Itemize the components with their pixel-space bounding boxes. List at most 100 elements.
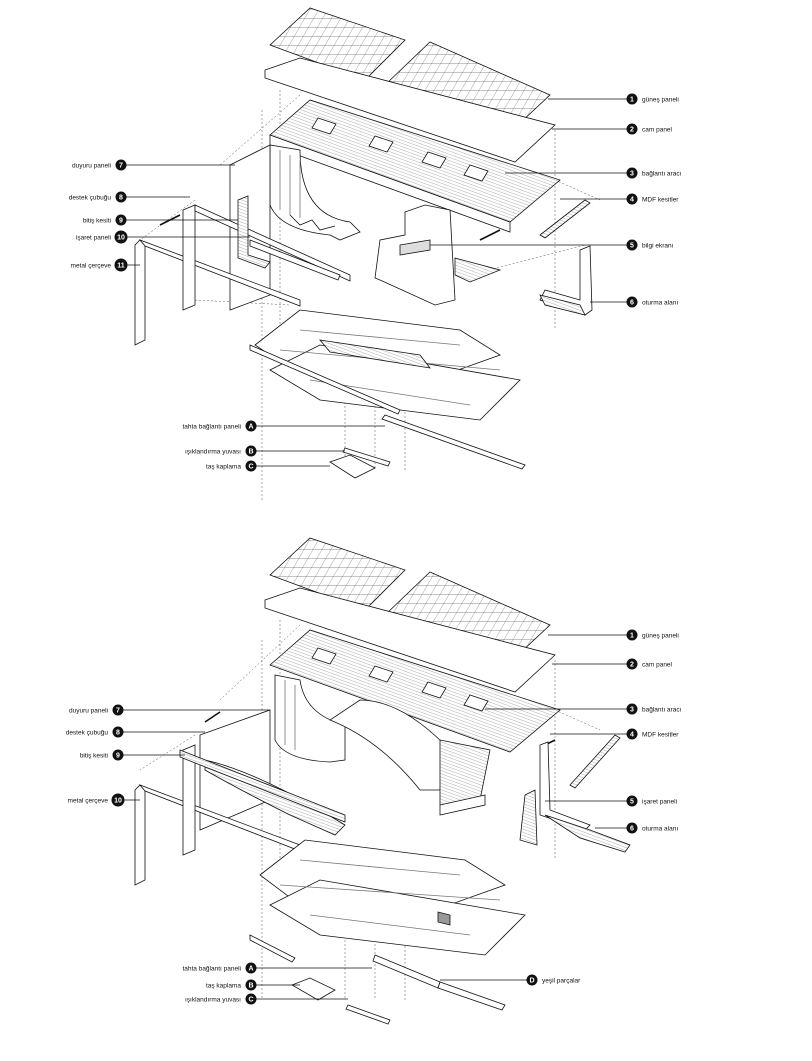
callout-badge-circle <box>626 795 638 807</box>
callout-label: işaret paneli <box>76 234 111 241</box>
callout-5: 5 işaret paneli <box>545 795 677 807</box>
callout-badge-text: 3 <box>630 707 634 714</box>
callout-badge-text: A <box>248 966 253 973</box>
right-seat-parts <box>539 199 593 316</box>
callout-badge-circle <box>115 191 127 203</box>
callout-badge-text: C <box>248 997 253 1004</box>
callout-badge-circle <box>245 460 257 472</box>
callout-badge-circle <box>112 749 124 761</box>
callout-badge-text: D <box>529 978 534 985</box>
callout-label: ışıklandırma yuvası <box>185 448 241 455</box>
right-seat-parts-bottom <box>519 734 631 853</box>
callout-badge-circle <box>626 93 638 105</box>
callout-label: cam panel <box>642 661 673 668</box>
callout-badge-circle <box>245 979 257 991</box>
floor-layers-part-bottom <box>249 839 526 1025</box>
callout-badge-text: 1 <box>630 633 634 640</box>
callout-2: 2 cam panel <box>552 123 673 135</box>
callout-badge-text: 11 <box>117 263 125 270</box>
callout-label: güneş paneli <box>642 96 679 103</box>
top-exploded-drawing <box>134 7 601 500</box>
callout-label: oturma alanı <box>642 825 678 832</box>
callout-badge-text: 9 <box>119 218 123 225</box>
callout-badge-circle <box>626 296 638 308</box>
callout-badge-text: 7 <box>119 163 123 170</box>
callout-label: bağlantı aracı <box>642 706 682 713</box>
bottom-exploded-drawing <box>134 537 631 1025</box>
callout-label: MDF kesitler <box>642 196 679 203</box>
callout-label: taş kaplama <box>206 463 241 470</box>
callout-badge-text: 2 <box>630 662 634 669</box>
callout-badge-text: 3 <box>630 171 634 178</box>
callout-badge-text: 2 <box>630 127 634 134</box>
callout-badge-text: 5 <box>630 799 634 806</box>
callout-label: cam panel <box>642 126 673 133</box>
callout-label: oturma alanı <box>642 299 678 306</box>
mdf-roof-part <box>269 99 561 233</box>
callout-badge-circle <box>626 629 638 641</box>
callout-11: 11 metal çerçeve <box>71 258 140 272</box>
callout-badge-circle <box>626 167 638 179</box>
callout-label: destek çubuğu <box>69 194 112 201</box>
callout-4: 4 MDF kesitler <box>550 728 679 740</box>
callout-label: destek çubuğu <box>66 729 109 736</box>
callout-label: duyuru paneli <box>72 162 111 169</box>
kiosk-body-part <box>229 144 502 311</box>
left-frame-parts <box>134 195 501 346</box>
callout-badge-circle <box>626 728 638 740</box>
callout-7: 7 duyuru paneli <box>72 159 235 171</box>
callout-badge-circle <box>526 974 538 986</box>
callout-badge-text: 10 <box>114 798 122 805</box>
callout-badge-text: C <box>248 464 253 471</box>
callout-badge-circle <box>626 658 638 670</box>
callout-badge-circle <box>112 704 124 716</box>
callout-label: MDF kesitler <box>642 731 679 738</box>
callout-label: ışıklandırma yuvası <box>185 996 241 1003</box>
callout-badge-text: 4 <box>630 197 634 204</box>
callout-badge-circle <box>626 123 638 135</box>
callout-badge-text: B <box>248 983 253 990</box>
callout-badge-circle <box>626 703 638 715</box>
callout-3: 3 bağlantı aracı <box>485 703 682 715</box>
left-frame-parts-bottom <box>134 711 556 886</box>
callout-badge-text: 6 <box>630 300 634 307</box>
callout-badge-circle <box>245 993 257 1005</box>
callouts-bottom: 1 güneş paneli 2 cam panel 3 bağlantı aracı 4 M… <box>66 629 682 1005</box>
callout-badge-text: 8 <box>116 730 120 737</box>
callout-label: bitiş kesiti <box>83 217 111 224</box>
callout-label: güneş paneli <box>642 632 679 639</box>
callout-label: metal çerçeve <box>71 262 112 269</box>
callout-10: 10 metal çerçeve <box>68 793 140 807</box>
callout-badge-text: 9 <box>116 753 120 760</box>
callout-badge-circle <box>115 214 127 226</box>
callout-badge-circle <box>112 726 124 738</box>
callout-badge-text: 4 <box>630 732 634 739</box>
callout-6: 6 oturma alanı <box>590 296 678 308</box>
callout-badge-text: 6 <box>630 826 634 833</box>
callout-badge-text: B <box>248 449 253 456</box>
callout-1: 1 güneş paneli <box>548 629 679 641</box>
callout-8: 8 destek çubuğu <box>66 726 205 738</box>
callout-label: metal çerçeve <box>68 797 109 804</box>
callout-6: 6 oturma alanı <box>595 822 678 834</box>
callout-label: duyuru paneli <box>69 707 108 714</box>
callout-label: işaret paneli <box>642 798 677 805</box>
callout-badge-circle <box>626 822 638 834</box>
callout-badge-circle <box>114 230 128 244</box>
mdf-roof-part-bottom <box>269 629 561 753</box>
callout-badge-circle <box>245 420 257 432</box>
